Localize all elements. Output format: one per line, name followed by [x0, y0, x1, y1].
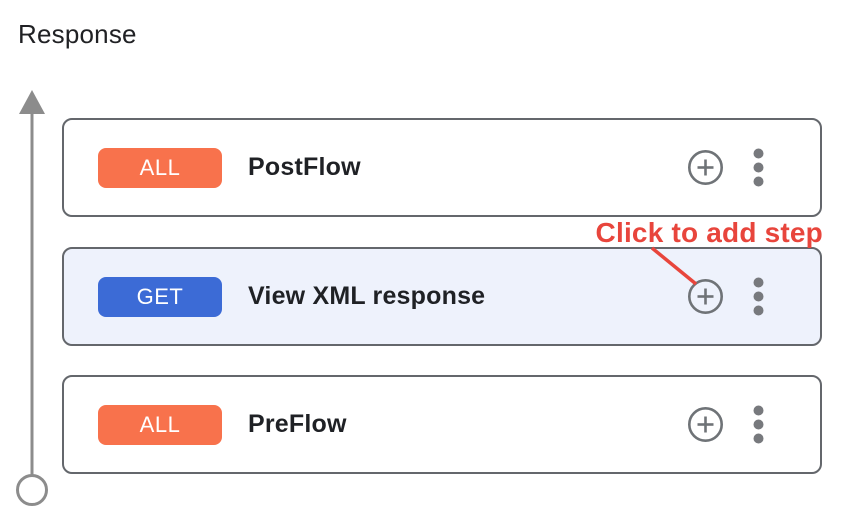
add-step-button[interactable]	[687, 406, 724, 443]
kebab-menu-icon	[753, 405, 764, 444]
page-title: Response	[18, 19, 137, 49]
flow-card-preflow[interactable]: ALL PreFlow	[62, 375, 822, 474]
kebab-menu-icon	[753, 148, 764, 187]
flow-start-circle-icon	[16, 474, 48, 506]
kebab-menu-icon	[753, 277, 764, 316]
verb-badge: ALL	[98, 147, 222, 188]
card-menu-button[interactable]	[753, 148, 764, 187]
flow-name: PostFlow	[248, 153, 361, 181]
card-menu-button[interactable]	[753, 277, 764, 316]
up-arrow-icon	[19, 90, 45, 475]
add-step-button[interactable]	[687, 149, 724, 186]
flow-card-view-xml-response[interactable]: GET View XML response	[62, 247, 822, 346]
flow-name: View XML response	[248, 282, 486, 310]
card-menu-button[interactable]	[753, 405, 764, 444]
annotation-text: Click to add step	[595, 217, 823, 248]
plus-circle-icon	[687, 149, 724, 186]
flow-card-postflow[interactable]: ALL PostFlow	[62, 118, 822, 217]
flow-direction-rail	[16, 90, 48, 506]
plus-circle-icon	[687, 406, 724, 443]
plus-circle-icon	[687, 278, 724, 315]
verb-badge: ALL	[98, 404, 222, 445]
add-step-button[interactable]	[687, 278, 724, 315]
verb-badge: GET	[98, 276, 222, 317]
flow-name: PreFlow	[248, 410, 347, 438]
